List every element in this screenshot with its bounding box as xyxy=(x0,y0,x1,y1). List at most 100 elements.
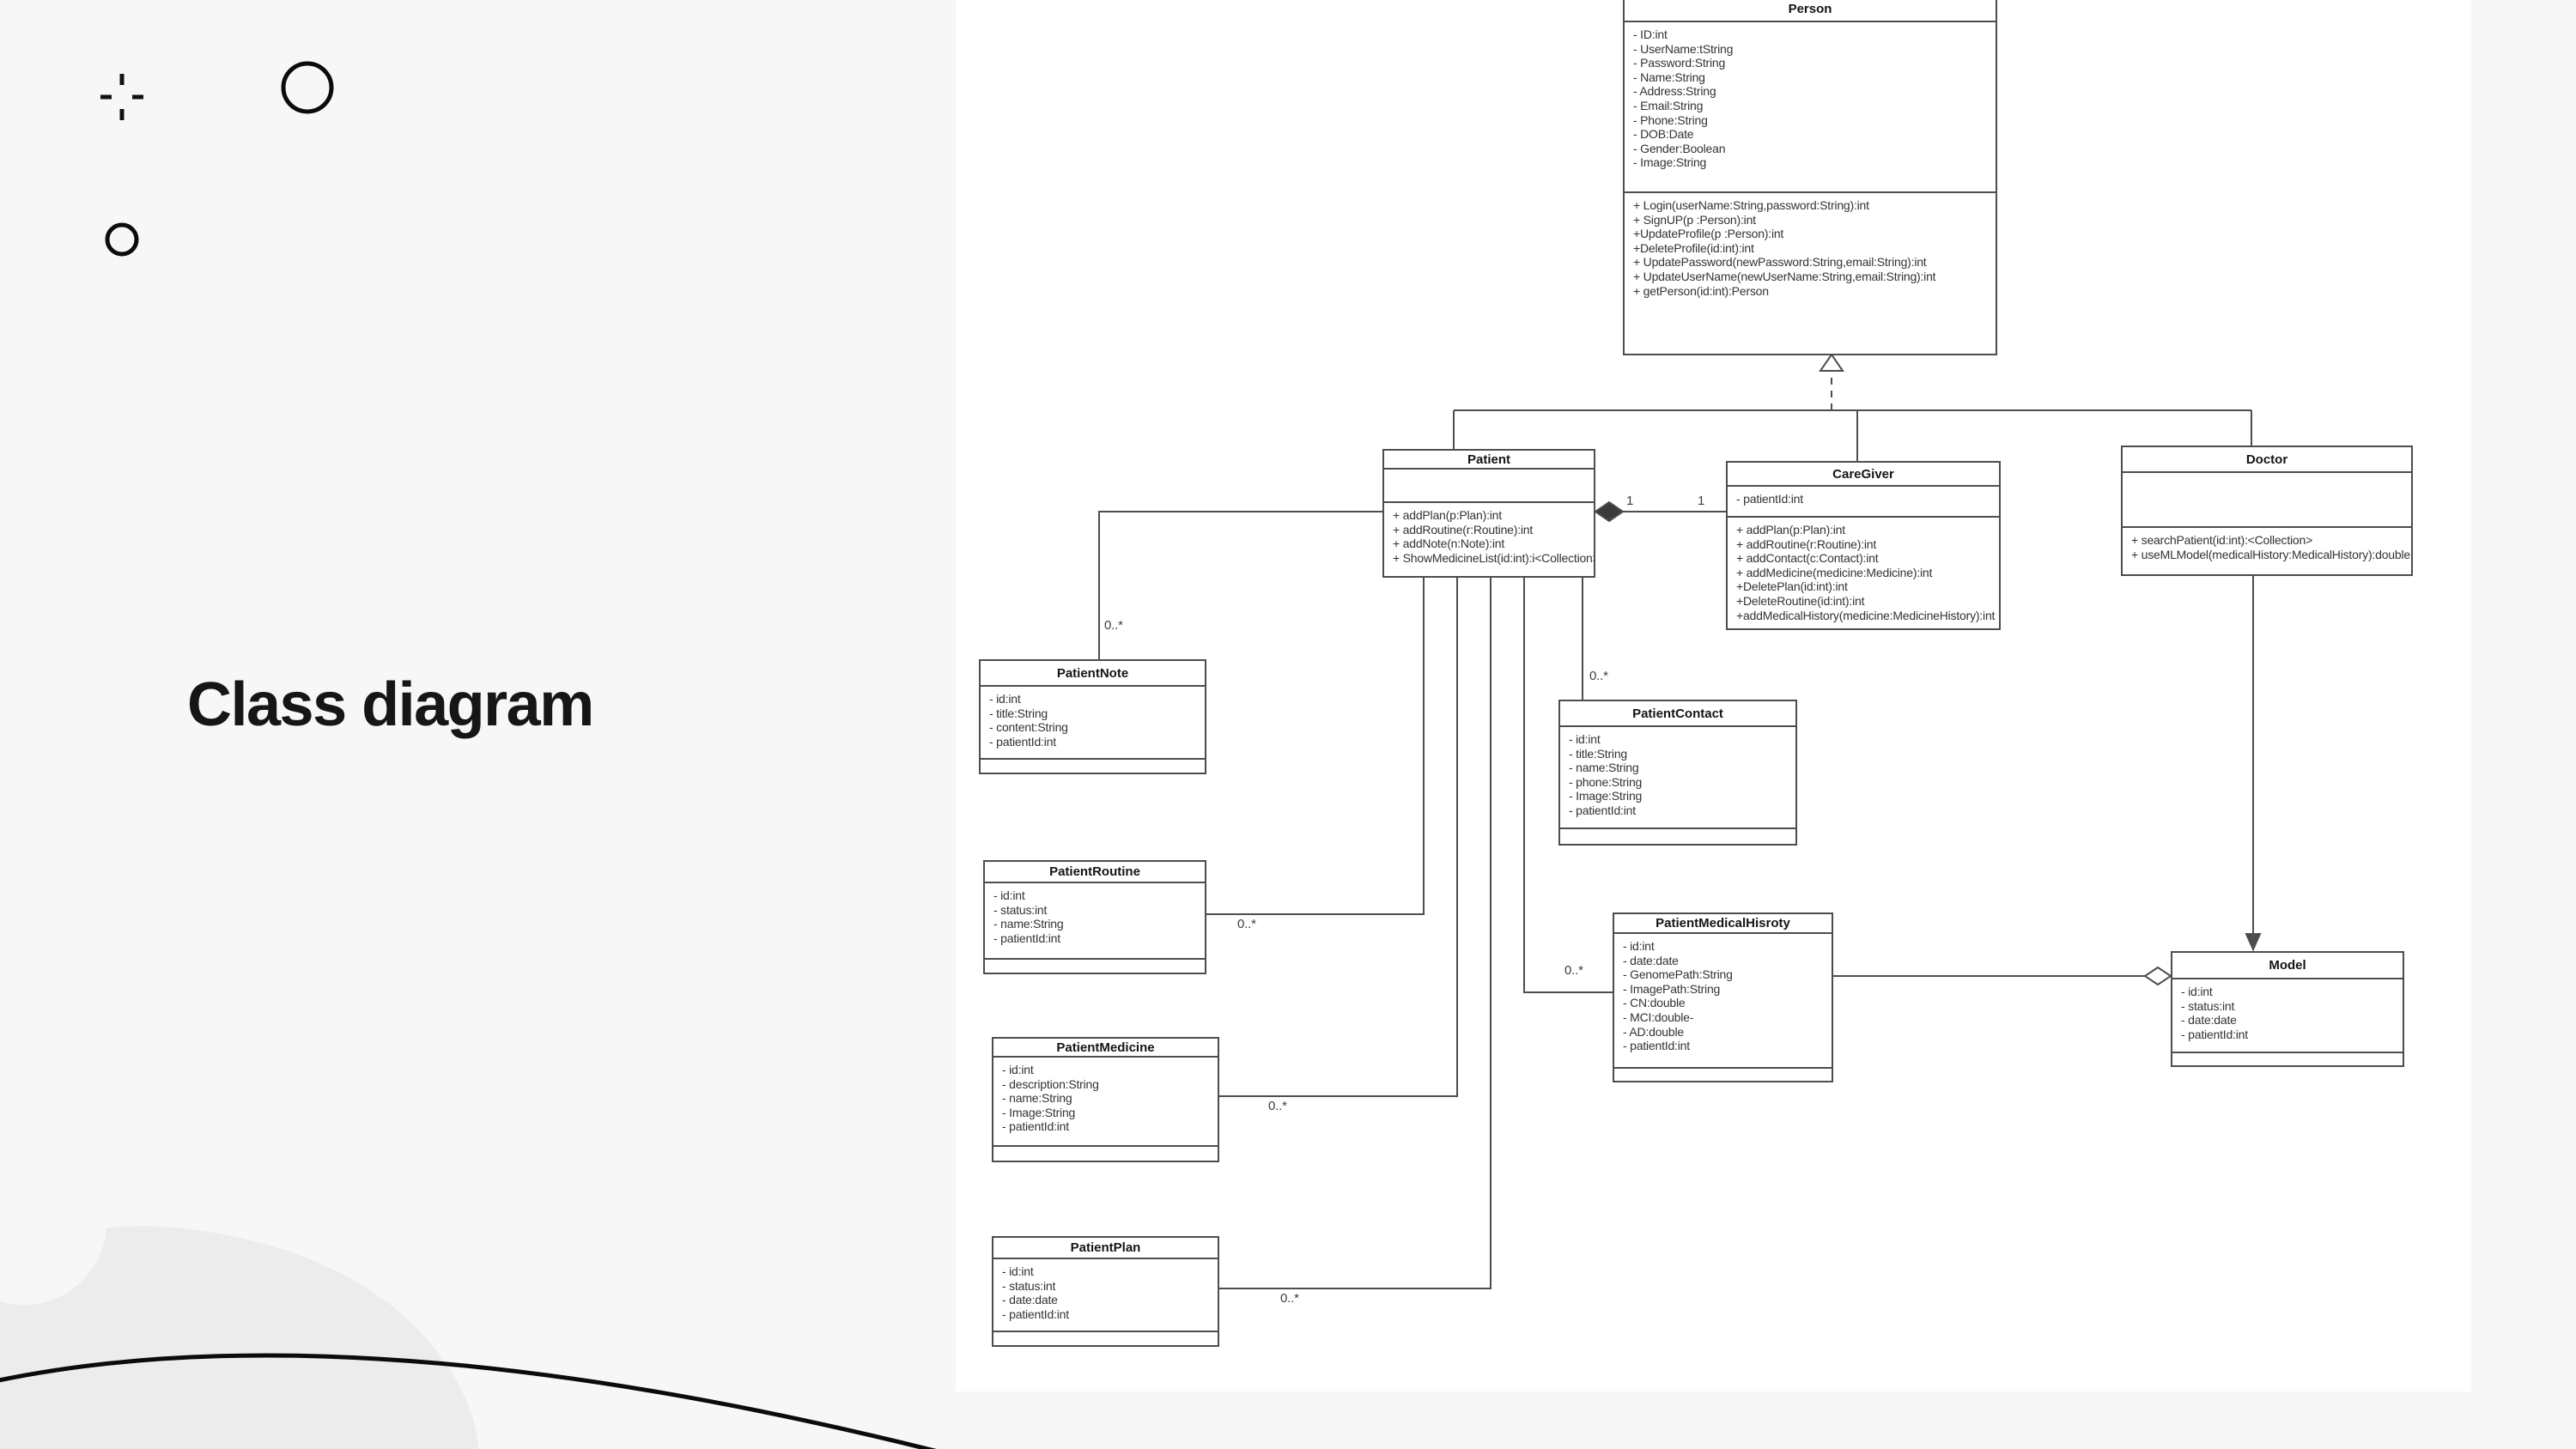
class-methods xyxy=(2172,1053,2403,1065)
class-member: - name:String xyxy=(1002,1091,1072,1106)
class-attributes: - id:int- status:int- date:date- patient… xyxy=(993,1259,1218,1332)
class-member: +UpdateProfile(p :Person):int xyxy=(1633,227,1784,241)
class-member: - date:date xyxy=(1623,953,1679,967)
class-title: PatientContact xyxy=(1560,701,1795,727)
class-member: + addRoutine(r:Routine):int xyxy=(1736,537,1877,551)
multiplicity-label-routine: 0..* xyxy=(1237,917,1256,931)
class-title: PatientPlan xyxy=(993,1238,1218,1259)
class-member: - title:String xyxy=(1569,746,1627,761)
class-member: + addNote(n:Note):int xyxy=(1393,537,1505,551)
circle-outline-large-icon xyxy=(281,61,334,114)
class-member: - name:String xyxy=(993,917,1064,931)
class-title: CareGiver xyxy=(1728,463,1999,487)
class-box-patient-routine[interactable]: PatientRoutine - id:int- status:int- nam… xyxy=(983,860,1206,974)
class-box-caregiver[interactable]: CareGiver - patientId:int + addPlan(p:Pl… xyxy=(1726,461,2001,630)
class-methods xyxy=(993,1332,1218,1345)
multiplicity-label-plan: 0..* xyxy=(1280,1291,1299,1306)
class-member: - description:String xyxy=(1002,1076,1099,1091)
class-box-patient-contact[interactable]: PatientContact - id:int- title:String- n… xyxy=(1558,700,1797,846)
class-member: - phone:String xyxy=(1569,774,1643,789)
class-methods: + searchPatient(id:int):<Collection>+ us… xyxy=(2123,528,2411,574)
class-box-person[interactable]: Person - ID:int- UserName:tString- Passw… xyxy=(1623,0,1997,355)
class-attributes: - id:int- status:int- date:date- patient… xyxy=(2172,979,2403,1053)
page-title: Class diagram xyxy=(187,670,594,739)
class-member: + UpdatePassword(newPassword:String,emai… xyxy=(1633,255,1927,270)
class-attributes xyxy=(1384,470,1594,503)
class-member: - Gender:Boolean xyxy=(1633,141,1726,155)
class-member: - id:int xyxy=(2181,985,2213,998)
multiplicity-label-patient-one: 1 xyxy=(1626,494,1634,508)
class-member: +addMedicalHistory(medicine:MedicineHist… xyxy=(1736,608,1996,622)
class-member: + Login(userName:String,password:String)… xyxy=(1633,198,1869,212)
class-member: +DeleteProfile(id:int):int xyxy=(1633,240,1754,255)
class-member: - id:int xyxy=(989,692,1021,706)
class-member: - patientId:int xyxy=(1002,1119,1069,1134)
class-member: - DOB:Date xyxy=(1633,127,1694,142)
class-member: - patientId:int xyxy=(1569,803,1636,817)
class-member: - Password:String xyxy=(1633,56,1726,70)
class-title: PatientNote xyxy=(981,661,1205,687)
blob-notch xyxy=(0,1140,106,1305)
class-methods: + addPlan(p:Plan):int+ addRoutine(r:Rout… xyxy=(1384,503,1594,576)
class-box-model[interactable]: Model - id:int- status:int- date:date- p… xyxy=(2171,951,2404,1067)
class-member: - Email:String xyxy=(1633,98,1704,112)
class-member: - patientId:int xyxy=(1002,1307,1069,1321)
class-title: Doctor xyxy=(2123,447,2411,473)
gray-blob xyxy=(0,1226,479,1449)
class-title: PatientRoutine xyxy=(985,862,1205,883)
class-box-patient-plan[interactable]: PatientPlan - id:int- status:int- date:d… xyxy=(992,1236,1219,1347)
class-attributes: - id:int- title:String- name:String- pho… xyxy=(1560,727,1795,829)
class-methods xyxy=(981,760,1205,773)
class-methods: + Login(userName:String,password:String)… xyxy=(1625,193,1996,354)
class-member: - AD:double xyxy=(1623,1024,1684,1039)
class-member: + addPlan(p:Plan):int xyxy=(1393,508,1502,522)
multiplicity-label-history: 0..* xyxy=(1564,963,1583,978)
class-box-doctor[interactable]: Doctor + searchPatient(id:int):<Collecti… xyxy=(2121,446,2413,576)
class-member: - date:date xyxy=(1002,1293,1058,1307)
class-box-patient-medical-history[interactable]: PatientMedicalHisroty - id:int- date:dat… xyxy=(1613,912,1833,1082)
class-member: + useMLModel(medicalHistory:MedicalHisto… xyxy=(2131,547,2410,561)
class-box-patient-medicine[interactable]: PatientMedicine - id:int- description:St… xyxy=(992,1037,1219,1162)
class-title: Person xyxy=(1625,0,1996,22)
class-member: + addMedicine(medicine:Medicine):int xyxy=(1736,565,1933,579)
class-box-patient-note[interactable]: PatientNote - id:int- title:String- cont… xyxy=(979,659,1206,774)
class-member: - status:int xyxy=(993,902,1048,917)
class-member: - id:int xyxy=(993,888,1025,902)
class-member: + addRoutine(r:Routine):int xyxy=(1393,522,1534,537)
class-member: - id:int xyxy=(1569,732,1601,746)
class-member: - UserName:tString xyxy=(1633,41,1734,56)
class-member: - CN:double xyxy=(1623,996,1686,1010)
class-methods: + addPlan(p:Plan):int+ addRoutine(r:Rout… xyxy=(1728,518,1999,628)
class-member: - patientId:int xyxy=(2181,1027,2248,1041)
class-member: - Image:String xyxy=(1569,789,1643,803)
class-attributes: - ID:int- UserName:tString- Password:Str… xyxy=(1625,22,1996,193)
class-title: PatientMedicalHisroty xyxy=(1614,914,1832,934)
multiplicity-label-caregiver-one: 1 xyxy=(1698,494,1705,508)
class-member: - GenomePath:String xyxy=(1623,967,1733,982)
multiplicity-label-note: 0..* xyxy=(1104,618,1123,633)
multiplicity-label-contact: 0..* xyxy=(1589,669,1608,683)
class-member: - status:int xyxy=(1002,1278,1056,1293)
class-title: Model xyxy=(2172,953,2403,979)
class-member: - Phone:String xyxy=(1633,112,1708,127)
class-methods xyxy=(1614,1069,1832,1081)
class-methods xyxy=(1560,829,1795,844)
class-box-patient[interactable]: Patient + addPlan(p:Plan):int+ addRoutin… xyxy=(1382,449,1595,578)
arc-curve xyxy=(0,1353,937,1449)
class-member: + addPlan(p:Plan):int xyxy=(1736,523,1845,537)
class-member: - MCI:double- xyxy=(1623,1009,1694,1024)
class-member: - ImagePath:String xyxy=(1623,981,1721,996)
class-methods xyxy=(985,960,1205,973)
class-member: +DeleteRoutine(id:int):int xyxy=(1736,593,1865,608)
class-attributes: - id:int- description:String- name:Strin… xyxy=(993,1058,1218,1147)
class-member: - patientId:int xyxy=(1623,1039,1690,1053)
class-member: - id:int xyxy=(1002,1063,1034,1076)
class-attributes: - patientId:int xyxy=(1728,487,1999,518)
class-title: Patient xyxy=(1384,451,1594,470)
class-title: PatientMedicine xyxy=(993,1039,1218,1058)
class-member: - ID:int xyxy=(1633,27,1668,41)
class-member: - content:String xyxy=(989,720,1068,735)
class-attributes: - id:int- date:date- GenomePath:String- … xyxy=(1614,934,1832,1069)
